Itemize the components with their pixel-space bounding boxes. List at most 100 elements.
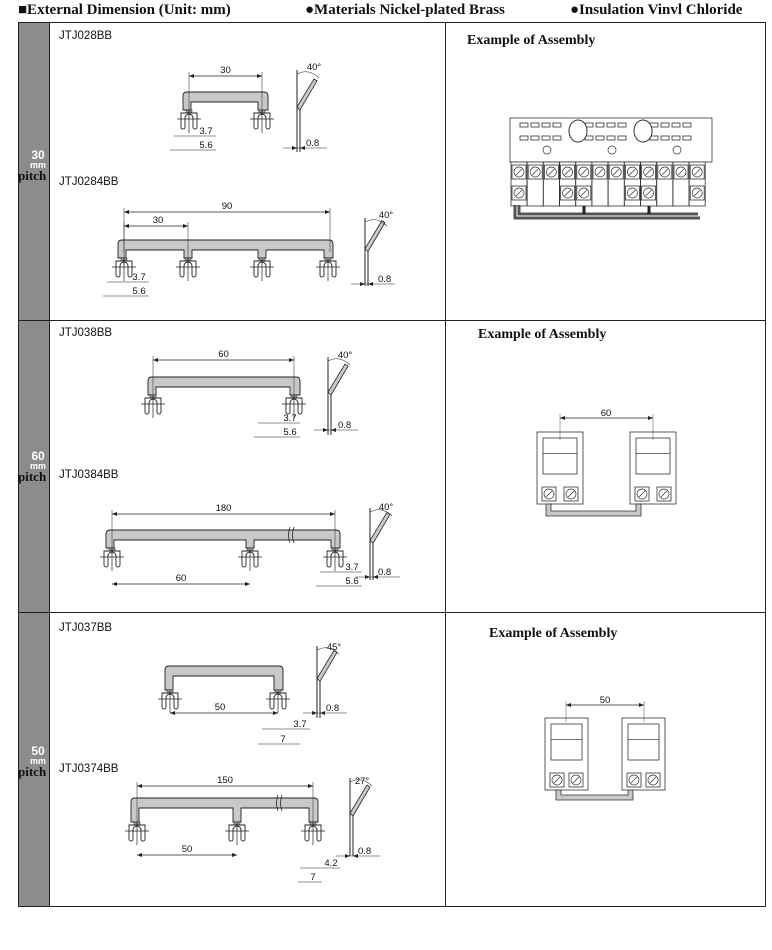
vent-slot [671,122,681,128]
part-code: JTJ0284BB [59,176,119,188]
arrowhead [331,428,336,432]
part-code: JTJ037BB [59,622,113,634]
screw-slot [612,168,620,176]
arrowhead [273,711,278,715]
arrowhead [345,854,350,858]
screw-slot [645,168,652,176]
vent-slot [682,135,692,141]
break-mark [288,526,295,544]
angle-arc [369,509,393,517]
fork-terminal [103,550,121,568]
vent-slot [595,135,605,141]
vent-slot [530,122,540,128]
arrowhead [639,703,644,707]
arrowhead [257,74,262,78]
arrowhead [289,358,294,362]
dimension-label: 30 [220,65,231,76]
arrowhead [325,210,330,214]
screw-slot [515,168,523,176]
relay-cover [627,723,660,761]
screw-slot [572,776,580,784]
angle-label: 45° [327,642,342,653]
vent-slot [617,135,627,141]
side-insulation [364,220,386,253]
dimension-label: 5.6 [199,140,212,151]
dimension-label: 5.6 [132,286,145,297]
arrowhead [245,582,250,586]
side-insulation [296,78,318,111]
dimension-label: 90 [222,201,233,212]
vent-slot [660,122,670,128]
arrowhead [189,74,194,78]
dimension-label: 5.6 [345,576,358,587]
screw-slot [580,168,588,176]
dimension-label: 150 [217,775,233,786]
fork-terminal [326,550,344,568]
vent-slot [552,135,562,141]
part-code: JTJ028BB [59,30,113,42]
thickness-label: 0.8 [358,846,371,857]
fork-terminal [253,112,271,130]
arrowhead [170,711,175,715]
vent-slot [682,122,692,128]
screw-slot [677,168,685,176]
vent-slot [519,122,529,128]
arrowhead [312,711,317,715]
screw-slot [693,189,701,197]
dimension-label: 50 [182,844,193,855]
angle-arc [364,219,388,227]
dimension-label: 7 [280,734,285,745]
screw-slot [693,168,701,176]
assembly-example-title: Example of Assembly [489,626,618,641]
fork-terminal [304,824,322,842]
angle-label: 40° [307,62,322,73]
angle-label: 40° [338,350,353,361]
jumper-bar [164,665,284,691]
jumper-bar-installed [555,789,634,801]
jumper-bar [130,797,319,823]
dimension-label: 3.7 [132,272,145,283]
screw-slot [629,168,636,176]
fork-terminal [241,550,259,568]
vent-slot [671,135,681,141]
angle-arc [316,647,340,655]
fork-terminal [179,260,197,278]
vent-slot [541,122,551,128]
vent-slot [519,135,529,141]
dimension-label: 180 [216,503,232,514]
dimension-label: 3.7 [293,719,306,730]
arrowhead [648,416,653,420]
arrowhead [124,210,129,214]
jumper-bar-installed [513,205,700,220]
arrowhead [112,512,117,516]
fork-terminal [285,397,303,415]
assembly-dimension-label: 50 [600,695,611,706]
dimension-label: 4.2 [324,858,337,869]
arrowhead [153,358,158,362]
arrowhead [183,224,188,228]
pitch-band [19,23,50,320]
jumper-bar [147,376,301,396]
relay-cover [542,437,578,475]
jumper-bar [105,529,341,549]
vent-slot [606,122,616,128]
arrowhead [373,575,378,579]
relay-cover [635,437,671,475]
relay-cover [550,723,583,761]
dimension-label: 3.7 [199,126,212,137]
section-50mm [19,613,765,906]
screw-slot [545,490,553,498]
angle-label: 40° [379,502,394,513]
vent-slot [552,122,562,128]
fork-terminal [228,824,246,842]
arrowhead [320,711,325,715]
materials-note: ●Materials Nickel-plated Brass [305,2,505,18]
assembly-dimension-label: 60 [601,408,612,419]
arrowhead [137,784,142,788]
dimension-label: 7 [310,872,315,883]
arrowhead [300,146,305,150]
indicator-hole [672,145,682,155]
vent-slot [530,135,540,141]
screw-slot [638,490,646,498]
